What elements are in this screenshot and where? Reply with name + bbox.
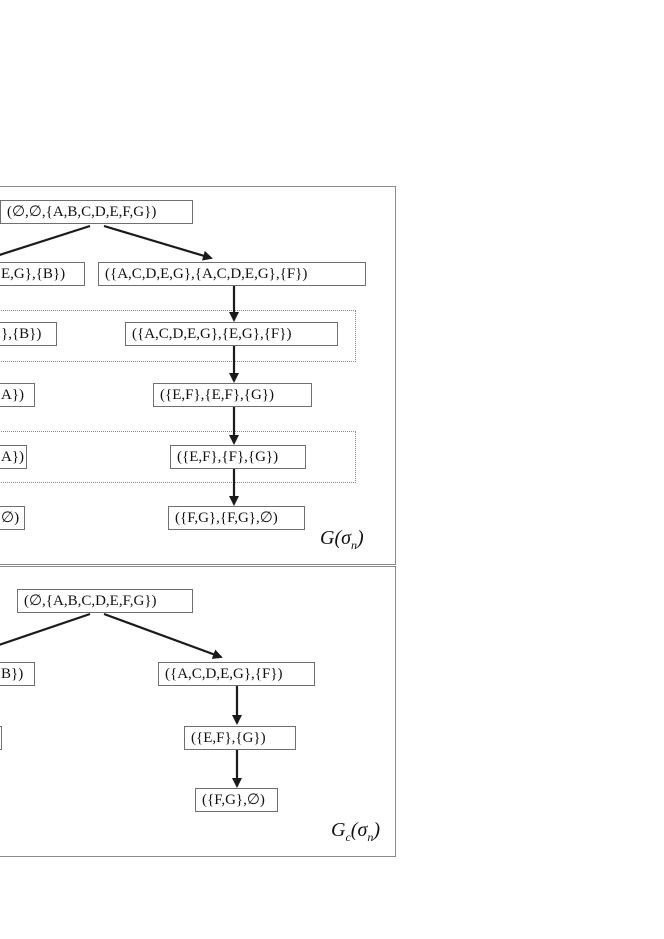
- node-top-left-5: ∅): [0, 506, 25, 530]
- dotted-group-top-1: [0, 310, 356, 362]
- graph-label-bottom: Gc(σn): [331, 819, 380, 844]
- node-bottom-right-3: ({F,G},∅): [195, 788, 278, 812]
- node-top-right-5: ({F,G},{F,G},∅): [168, 506, 305, 530]
- node-top-left-4: A}): [0, 445, 27, 469]
- node-bottom-left-1: B}): [0, 662, 35, 686]
- node-top-right-4: ({E,F},{F},{G}): [170, 445, 306, 469]
- node-bottom-right-2: ({E,F},{G}): [184, 726, 296, 750]
- node-bottom-root: (∅,{A,B,C,D,E,F,G}): [17, 589, 193, 613]
- node-top-right-3: ({E,F},{E,F},{G}): [153, 383, 312, 407]
- node-top-right-1: ({A,C,D,E,G},{A,C,D,E,G},{F}): [98, 262, 366, 286]
- graph-label-top: G(σn): [320, 527, 364, 552]
- node-top-left-3: A}): [0, 383, 35, 407]
- node-bottom-right-1: ({A,C,D,E,G},{F}): [158, 662, 315, 686]
- node-bottom-left-2: [0, 726, 2, 750]
- node-top-root: (∅,∅,{A,B,C,D,E,F,G}): [0, 200, 193, 224]
- node-top-left-1: E,G},{B}): [0, 262, 85, 286]
- node-top-right-2: ({A,C,D,E,G},{E,G},{F}): [125, 322, 338, 346]
- dotted-group-top-2: [0, 431, 356, 483]
- node-top-left-2: },{B}): [0, 322, 57, 346]
